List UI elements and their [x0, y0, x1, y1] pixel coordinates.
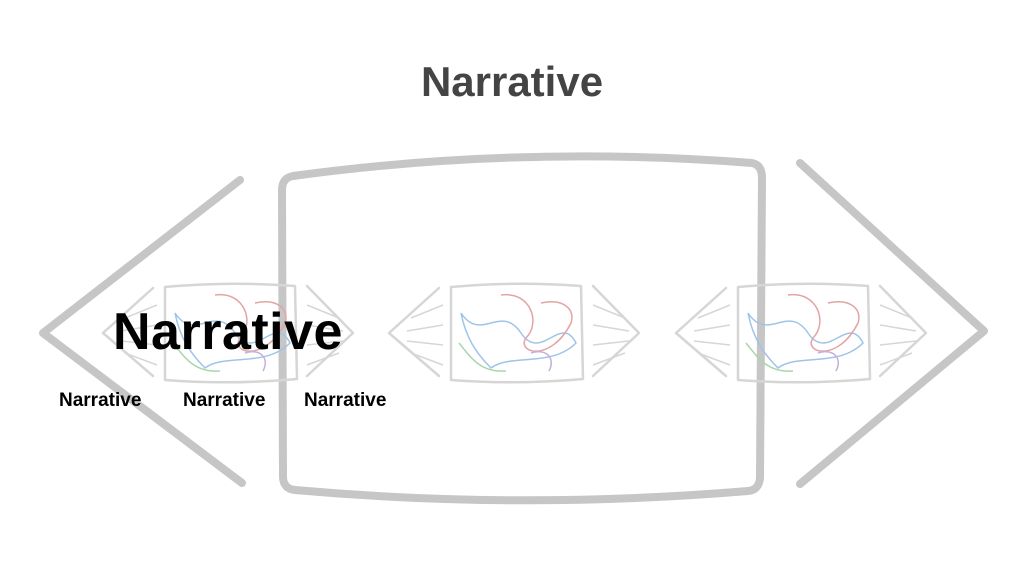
center-screen	[278, 152, 766, 505]
small-narrative-label-3: Narrative	[304, 390, 387, 411]
page-title: Narrative	[420, 58, 604, 105]
mini-diagram-1	[101, 282, 355, 384]
right-chevron	[796, 159, 988, 488]
big-narrative-label: Narrative	[113, 303, 343, 361]
outer-frame	[39, 152, 988, 505]
mini-diagram-3	[674, 282, 928, 384]
small-narrative-label-1: Narrative	[59, 390, 142, 411]
mini-diagram-2	[387, 282, 641, 384]
left-chevron	[39, 176, 246, 487]
small-narrative-label-2: Narrative	[183, 390, 266, 411]
